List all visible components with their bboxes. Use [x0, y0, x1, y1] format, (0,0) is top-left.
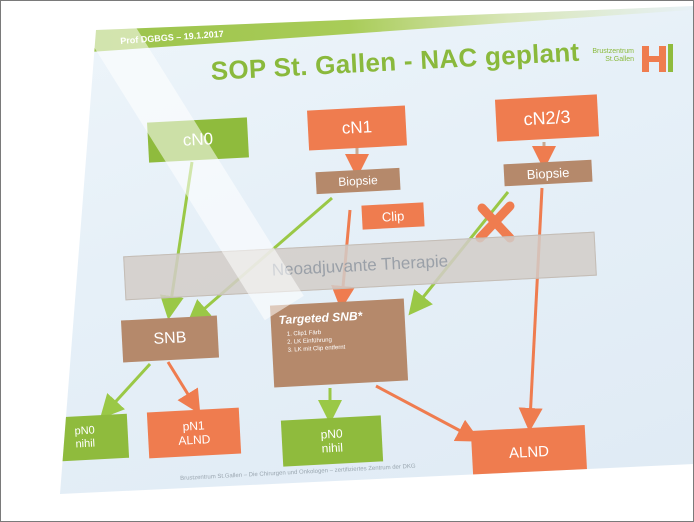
box-cn23: cN2/3 — [494, 94, 600, 142]
logo-h-icon — [642, 44, 673, 72]
box-biopsie-right: Biopsie — [503, 159, 593, 187]
box-pn1: pN1 ALND — [146, 407, 242, 459]
logo-text-line2: St.Gallen — [605, 56, 634, 63]
box-pn0-left: pN0 nihil — [60, 413, 130, 463]
pn0-middle-line2: nihil — [321, 440, 344, 456]
box-neoadjuvant-therapy: Neoadjuvante Therapie — [123, 231, 597, 301]
pn1-line1: pN1 — [182, 418, 205, 434]
pn0-left-line1: pN0 — [74, 424, 96, 438]
box-alnd: ALND — [470, 425, 588, 479]
arrow-tsnb-alnd — [375, 384, 481, 442]
logo: Brustzentrum St.Gallen — [570, 40, 694, 80]
pn1-line2: ALND — [178, 432, 211, 448]
box-clip: Clip — [361, 202, 425, 230]
arrow-biopsie-alnd — [518, 187, 544, 432]
logo-text-line1: Brustzentrum — [592, 48, 634, 55]
box-targeted-snb: Targeted SNB* Clip1 Färb LK Einführung L… — [269, 298, 409, 388]
arrow-snb-pn0 — [99, 362, 152, 419]
pn0-left-line2: nihil — [75, 437, 96, 451]
slide-title: SOP St. Gallen - NAC geplant — [210, 36, 581, 86]
targeted-snb-title: Targeted SNB* — [278, 308, 363, 328]
targeted-snb-list: Clip1 Färb LK Einführung LK mit Clip ent… — [279, 328, 345, 355]
box-snb: SNB — [120, 315, 220, 363]
box-pn0-middle: pN0 nihil — [280, 415, 384, 467]
arrow-snb-pn1 — [166, 361, 201, 415]
slide-footer: Brustzentrum St.Gallen – Die Chirurgen u… — [180, 463, 416, 482]
pn0-middle-line1: pN0 — [320, 426, 343, 442]
box-biopsie-left: Biopsie — [315, 167, 401, 195]
box-cn1: cN1 — [307, 105, 407, 151]
targeted-snb-item: LK mit Clip entfernt — [294, 344, 345, 355]
cross-icon — [475, 201, 515, 243]
